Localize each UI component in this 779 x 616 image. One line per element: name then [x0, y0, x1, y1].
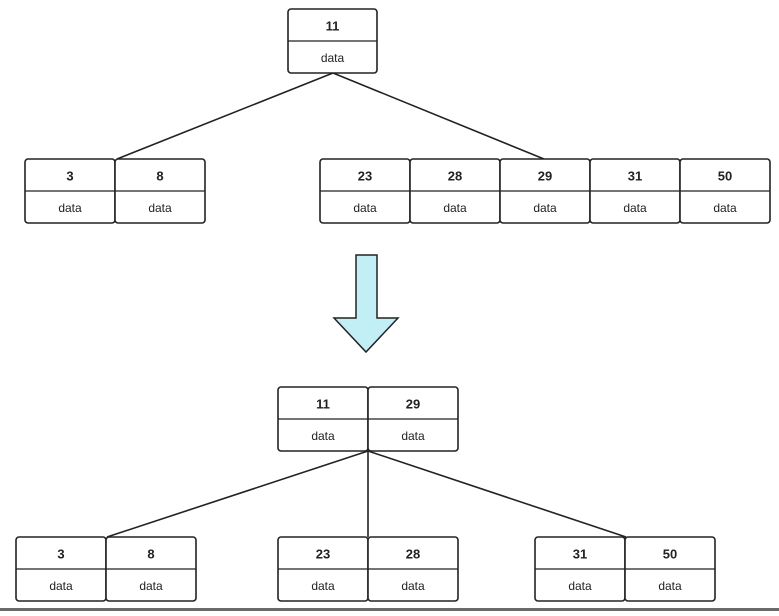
before-right-node: 23 data 28 data 29 data 31 data 50 data	[319, 158, 771, 224]
cell-key: 23	[316, 547, 330, 562]
node-cell: 29 data	[499, 158, 591, 224]
cell-value: data	[658, 579, 682, 593]
cell-key: 11	[326, 19, 340, 34]
node-cell: 50 data	[679, 158, 771, 224]
cell-value: data	[443, 201, 467, 215]
cell-key: 50	[663, 547, 677, 562]
cell-key: 28	[406, 547, 420, 562]
edge-after-root-left	[106, 450, 369, 538]
after-left-node: 3 data 8 data	[15, 536, 197, 602]
node-cell: 23 data	[277, 536, 369, 602]
down-arrow-icon	[332, 254, 400, 354]
cell-value: data	[311, 579, 335, 593]
cell-key: 11	[316, 397, 330, 412]
after-right-node: 31 data 50 data	[534, 536, 716, 602]
cell-value: data	[533, 201, 557, 215]
cell-key: 8	[156, 169, 163, 184]
tree-edges	[106, 72, 627, 538]
node-cell: 23 data	[319, 158, 411, 224]
edge-after-root-right	[367, 450, 627, 538]
cell-value: data	[58, 201, 82, 215]
bottom-divider	[0, 608, 779, 611]
node-cell: 28 data	[367, 536, 459, 602]
cell-key: 31	[628, 169, 642, 184]
cell-value: data	[568, 579, 592, 593]
transition-arrow-layer	[332, 254, 400, 354]
edge-before-root-right	[332, 72, 545, 160]
cell-value: data	[353, 201, 377, 215]
cell-key: 31	[573, 547, 587, 562]
node-cell: 3 data	[15, 536, 107, 602]
cell-value: data	[49, 579, 73, 593]
cell-key: 50	[718, 169, 732, 184]
node-cell: 11 data	[277, 386, 369, 452]
cell-key: 23	[358, 169, 372, 184]
cell-key: 29	[406, 397, 420, 412]
tree-nodes: 11 data 3 data 8 data 23 data 28 data 29 data 31 data…	[15, 8, 771, 602]
node-cell: 3 data	[24, 158, 116, 224]
cell-key: 3	[66, 169, 73, 184]
cell-value: data	[401, 429, 425, 443]
cell-key: 3	[57, 547, 64, 562]
cell-value: data	[148, 201, 172, 215]
node-cell: 31 data	[589, 158, 681, 224]
cell-key: 8	[147, 547, 154, 562]
cell-key: 28	[448, 169, 462, 184]
after-root-node: 11 data 29 data	[277, 386, 459, 452]
node-cell: 28 data	[409, 158, 501, 224]
node-cell: 50 data	[624, 536, 716, 602]
cell-value: data	[623, 201, 647, 215]
edge-before-root-left	[116, 72, 334, 160]
cell-value: data	[713, 201, 737, 215]
cell-value: data	[321, 51, 345, 65]
cell-value: data	[139, 579, 163, 593]
node-cell: 29 data	[367, 386, 459, 452]
cell-value: data	[401, 579, 425, 593]
before-root-node: 11 data	[287, 8, 378, 74]
after-middle-node: 23 data 28 data	[277, 536, 459, 602]
node-cell: 11 data	[287, 8, 378, 74]
node-cell: 31 data	[534, 536, 626, 602]
node-cell: 8 data	[114, 158, 206, 224]
before-left-node: 3 data 8 data	[24, 158, 206, 224]
cell-key: 29	[538, 169, 552, 184]
cell-value: data	[311, 429, 335, 443]
node-cell: 8 data	[105, 536, 197, 602]
